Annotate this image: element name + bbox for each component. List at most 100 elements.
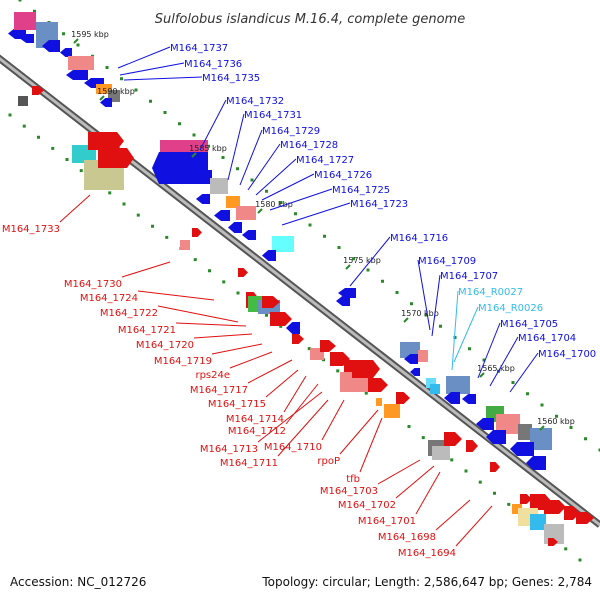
tick-label: 1565 kbp — [477, 364, 515, 373]
guide-dot-upper — [540, 403, 544, 407]
leader-line — [509, 352, 539, 393]
gene-label-top: M164_1700 — [538, 349, 596, 360]
tick-mark — [479, 372, 485, 378]
gene-feature — [88, 132, 124, 150]
gene-label-bottom: M164_1715 — [208, 399, 266, 410]
guide-dot-lower — [307, 347, 311, 351]
gene-label-bottom: M164_1719 — [154, 356, 212, 367]
guide-dot-upper — [323, 234, 326, 238]
guide-dot-lower — [222, 280, 226, 284]
guide-dot-lower — [8, 113, 12, 117]
leader-line — [59, 194, 91, 223]
guide-dot-lower — [265, 313, 268, 317]
gene-feature — [180, 240, 190, 250]
leader-line — [261, 173, 315, 201]
topology-text: Topology: circular; Length: 2,586,647 bp… — [261, 575, 592, 589]
gene-label-bottom: M164_1717 — [190, 385, 248, 396]
leader-line — [477, 322, 501, 379]
leader-line — [453, 306, 479, 363]
gene-feature — [238, 268, 248, 277]
gene-label-bottom: rpoP — [317, 456, 340, 467]
gene-label-top: M164_1705 — [500, 319, 558, 330]
guide-dot-upper — [511, 381, 515, 384]
gene-feature — [376, 398, 382, 406]
guide-dot-upper — [352, 257, 355, 261]
guide-dot-upper — [33, 9, 36, 13]
gene-label-bottom: M164_1703 — [320, 486, 378, 497]
guide-dot-upper — [555, 414, 558, 418]
guide-dot-lower — [507, 502, 511, 506]
guide-dot-upper — [424, 313, 428, 317]
guide-dot-lower — [407, 425, 411, 428]
map-title: Sulfolobus islandicus M.16.4, complete g… — [155, 12, 465, 27]
leader-line — [121, 261, 171, 278]
accession-text: Accession: NC_012726 — [10, 575, 146, 589]
gene-label-bottom: M164_1711 — [220, 458, 278, 469]
tick-label: 1590 kbp — [97, 87, 135, 96]
gene-label-bottom: M164_1722 — [100, 308, 158, 319]
gene-feature — [14, 12, 36, 30]
guide-dot-upper — [76, 43, 80, 47]
gene-label-bottom: M164_1724 — [80, 293, 138, 304]
tick-label: 1595 kbp — [71, 30, 109, 39]
gene-feature — [292, 334, 304, 344]
gene-feature — [432, 446, 450, 460]
tick-mark — [191, 152, 197, 158]
gene-label-top: M164_R0027 — [458, 287, 523, 298]
gene-feature — [68, 56, 94, 70]
gene-feature — [404, 354, 418, 364]
guide-dot-lower — [51, 146, 55, 150]
guide-dot-lower — [236, 291, 240, 295]
guide-dot-upper — [105, 66, 109, 69]
gene-label-top: M164_1716 — [390, 233, 448, 244]
guide-dot-upper — [265, 189, 268, 193]
leader-line — [431, 274, 441, 337]
guide-dot-lower — [279, 324, 283, 328]
gene-feature — [490, 462, 500, 472]
guide-dot-lower — [493, 491, 496, 495]
leader-line — [137, 290, 215, 301]
gene-feature — [444, 432, 462, 446]
guide-dot-upper — [250, 178, 254, 182]
guide-dot-lower — [464, 469, 468, 473]
leader-line — [489, 336, 519, 387]
gene-label-top: M164_1727 — [296, 155, 354, 166]
tick-label: 1580 kbp — [255, 200, 293, 209]
guide-dot-upper — [18, 0, 22, 2]
gene-feature — [510, 442, 534, 456]
guide-dot-upper — [236, 167, 239, 171]
leader-line — [265, 369, 299, 398]
gene-feature — [272, 236, 294, 252]
tick-mark — [403, 317, 409, 323]
gene-feature — [576, 512, 594, 524]
guide-dot-upper — [279, 201, 283, 204]
leader-line — [435, 499, 471, 531]
gene-label-bottom: M164_1712 — [228, 426, 286, 437]
guide-dot-lower — [65, 158, 69, 161]
gene-label-bottom: tfb — [346, 474, 360, 485]
guide-dot-lower — [79, 169, 83, 173]
tick-mark — [257, 208, 263, 214]
gene-feature — [446, 376, 470, 394]
tick-label: 1575 kbp — [343, 256, 381, 265]
gene-label-top: M164_1729 — [262, 126, 320, 137]
gene-feature — [462, 394, 476, 404]
leader-line — [247, 359, 293, 384]
leader-line — [119, 62, 185, 76]
leader-line — [157, 305, 239, 323]
guide-dot-upper — [439, 324, 442, 328]
leader-line — [255, 158, 297, 196]
guide-dot-upper — [221, 156, 225, 159]
gene-feature — [368, 378, 388, 392]
guide-dot-upper — [207, 144, 210, 148]
gene-label-bottom: M164_1698 — [378, 532, 436, 543]
guide-dot-lower — [151, 224, 154, 228]
guide-dot-upper — [569, 426, 573, 429]
gene-feature — [530, 514, 546, 530]
guide-dot-upper — [149, 99, 152, 103]
gene-feature — [466, 440, 478, 452]
guide-dot-upper — [120, 77, 123, 81]
gene-feature — [286, 322, 300, 334]
leader-line — [211, 343, 263, 355]
